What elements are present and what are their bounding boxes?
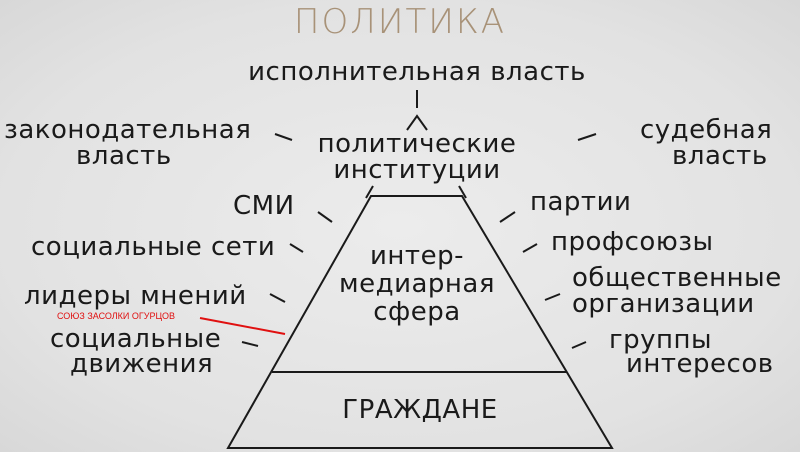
label-parties: партии bbox=[530, 187, 632, 217]
connector-smi bbox=[317, 211, 333, 223]
connector-social-movements bbox=[241, 341, 259, 347]
label-social-movements-2: движения bbox=[70, 349, 214, 379]
connector-social-networks bbox=[289, 243, 304, 253]
pyramid-outline bbox=[226, 195, 614, 449]
label-institutions-1: политические bbox=[317, 129, 517, 159]
connector-interest-groups bbox=[571, 341, 587, 349]
pyramid-middle-1: интер- bbox=[370, 241, 464, 271]
label-judicial-2: власть bbox=[672, 141, 768, 171]
connector-legislative bbox=[274, 133, 293, 141]
connector-public-orgs bbox=[544, 293, 561, 301]
label-social-movements-1: социальные bbox=[50, 324, 222, 354]
pyramid-middle-3: сфера bbox=[373, 297, 461, 327]
label-unions: профсоюзы bbox=[551, 227, 714, 257]
annotation-label: СОЮЗ ЗАСОЛКИ ОГУРЦОВ bbox=[57, 311, 175, 321]
label-institutions-2: институции bbox=[333, 155, 501, 185]
label-smi: СМИ bbox=[233, 191, 295, 221]
annotation-pointer bbox=[199, 317, 286, 335]
pyramid-middle-2: медиарная bbox=[339, 269, 495, 299]
label-opinion-leaders: лидеры мнений bbox=[24, 281, 247, 311]
label-interest-groups-1: группы bbox=[609, 325, 713, 355]
connector-opinion-leaders bbox=[269, 293, 286, 303]
label-legislative-1: законодательная bbox=[4, 115, 252, 145]
label-public-orgs-1: общественные bbox=[572, 263, 782, 293]
label-interest-groups-2: интересов bbox=[626, 349, 774, 379]
pyramid-base-citizens: ГРАЖДАНЕ bbox=[342, 395, 498, 425]
connector-judicial bbox=[577, 133, 597, 141]
label-social-networks: социальные сети bbox=[31, 232, 276, 262]
connector-unions bbox=[522, 243, 538, 253]
connector-apex bbox=[406, 114, 428, 131]
label-legislative-2: власть bbox=[76, 141, 172, 171]
label-public-orgs-2: организации bbox=[572, 289, 755, 319]
diagram-title: ПОЛИТИКА bbox=[293, 2, 507, 42]
connector-parties bbox=[499, 211, 516, 223]
label-judicial-1: судебная bbox=[640, 115, 773, 145]
label-executive: исполнительная власть bbox=[248, 57, 586, 87]
